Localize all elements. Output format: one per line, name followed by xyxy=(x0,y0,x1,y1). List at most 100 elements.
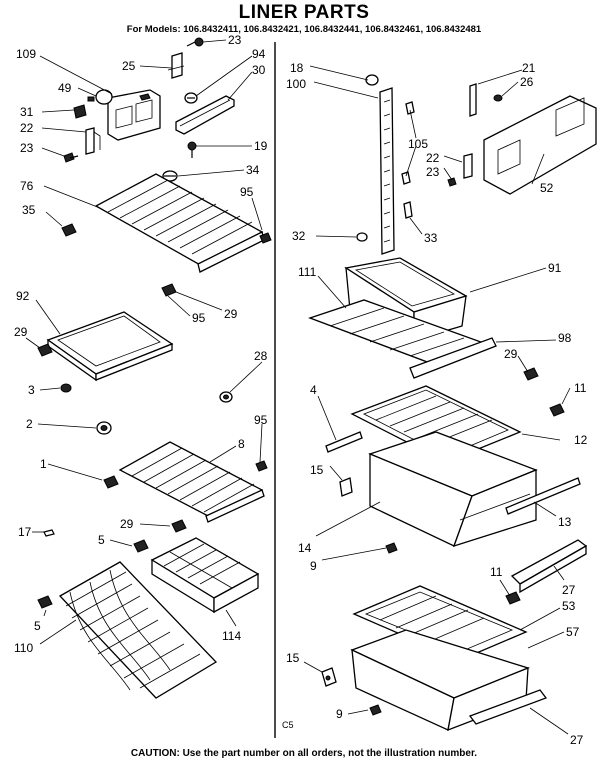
part-clip-9a xyxy=(385,542,398,554)
label-29: 29 xyxy=(120,517,134,531)
part-support-95a xyxy=(259,232,272,244)
label-18: 18 xyxy=(290,61,304,75)
part-rail-98 xyxy=(409,337,497,379)
part-guide-15a xyxy=(339,477,353,497)
part-support-11a xyxy=(549,403,565,417)
part-switch-22a xyxy=(85,127,101,155)
label-29: 29 xyxy=(504,347,518,361)
part-clip-3 xyxy=(60,383,72,393)
label-100: 100 xyxy=(286,77,306,91)
part-meat-pan-57 xyxy=(350,629,530,732)
caution-note: CAUTION: Use the part number on all orde… xyxy=(130,748,478,759)
label-28: 28 xyxy=(254,349,268,363)
label-12: 12 xyxy=(574,433,588,447)
label-110: 110 xyxy=(14,641,33,655)
part-control-housing xyxy=(107,89,161,141)
label-14: 14 xyxy=(298,541,312,555)
label-33: 33 xyxy=(424,231,438,245)
part-light-shield xyxy=(175,95,235,135)
label-91: 91 xyxy=(548,261,562,275)
callout-labels: 109 25 23 94 30 49 31 22 23 19 34 76 95 … xyxy=(14,33,588,747)
part-shelf-frame-111 xyxy=(308,299,494,367)
label-23: 23 xyxy=(20,141,34,155)
label-4: 4 xyxy=(310,383,317,397)
part-screw-19 xyxy=(187,141,197,158)
label-94: 94 xyxy=(252,47,266,61)
part-clip-17 xyxy=(43,529,55,537)
label-29: 29 xyxy=(224,307,238,321)
label-2: 2 xyxy=(26,417,33,431)
label-1: 1 xyxy=(40,457,47,471)
label-105: 105 xyxy=(408,137,428,151)
part-support-95c xyxy=(255,460,268,472)
label-15: 15 xyxy=(310,463,324,477)
label-23: 23 xyxy=(426,165,440,179)
part-rail-4 xyxy=(325,431,363,453)
part-cap-2 xyxy=(96,421,112,435)
part-cap-28 xyxy=(219,391,233,403)
label-9: 9 xyxy=(310,559,317,573)
part-support-5a xyxy=(133,539,149,553)
label-111: 111 xyxy=(298,265,317,279)
label-52: 52 xyxy=(540,181,554,195)
part-clip-94 xyxy=(184,92,198,104)
part-screw-23b xyxy=(63,152,79,163)
part-channel-100 xyxy=(379,87,395,255)
label-17: 17 xyxy=(18,525,32,539)
label-95: 95 xyxy=(254,413,268,427)
part-switch-22b xyxy=(447,153,473,187)
label-95: 95 xyxy=(240,185,254,199)
part-support-29a xyxy=(37,343,53,357)
label-27: 27 xyxy=(570,733,584,747)
label-26: 26 xyxy=(520,75,534,89)
label-109: 109 xyxy=(16,47,36,61)
leader-lines xyxy=(25,39,571,735)
part-support-29-95 xyxy=(161,283,177,297)
label-114: 114 xyxy=(222,629,241,643)
model-list: For Models: 106.8432411, 106.8432421, 10… xyxy=(126,24,482,35)
label-5: 5 xyxy=(98,533,105,547)
part-socket xyxy=(73,104,87,119)
label-76: 76 xyxy=(20,179,34,193)
label-32: 32 xyxy=(292,229,306,243)
part-support-1 xyxy=(103,475,119,489)
part-glass-shelf-92 xyxy=(46,311,174,382)
label-57: 57 xyxy=(566,625,580,639)
label-35: 35 xyxy=(22,203,36,217)
part-wire-shelf-8 xyxy=(118,441,265,523)
label-8: 8 xyxy=(238,437,245,451)
label-29: 29 xyxy=(14,325,28,339)
label-27: 27 xyxy=(562,583,576,597)
part-support-5b xyxy=(37,595,53,609)
part-bracket-25 xyxy=(167,52,185,79)
diagram-code: C5 xyxy=(282,720,294,730)
label-9: 9 xyxy=(336,707,343,721)
part-support-29d xyxy=(523,367,539,381)
part-screw-23a xyxy=(186,37,204,47)
part-wire-shelf-76 xyxy=(94,173,265,273)
part-support-29c xyxy=(171,519,187,533)
label-5: 5 xyxy=(34,619,41,633)
label-95: 95 xyxy=(192,311,206,325)
label-53: 53 xyxy=(562,599,576,613)
label-11: 11 xyxy=(574,381,587,395)
label-3: 3 xyxy=(28,383,35,397)
label-98: 98 xyxy=(558,331,572,345)
part-cap-32 xyxy=(356,232,368,242)
page-title: LINER PARTS xyxy=(238,2,370,23)
part-control-panel-52 xyxy=(483,95,597,195)
part-bracket-21 xyxy=(469,83,503,117)
label-34: 34 xyxy=(246,163,260,177)
part-support-11b xyxy=(505,591,521,605)
label-92: 92 xyxy=(16,289,30,303)
part-clip-9b xyxy=(369,704,382,716)
part-rail-13 xyxy=(505,477,581,515)
label-13: 13 xyxy=(558,515,572,529)
label-30: 30 xyxy=(252,63,266,77)
label-49: 49 xyxy=(58,81,72,95)
part-ice-tray xyxy=(150,537,260,614)
part-cap-18 xyxy=(365,74,379,86)
label-25: 25 xyxy=(122,59,136,73)
